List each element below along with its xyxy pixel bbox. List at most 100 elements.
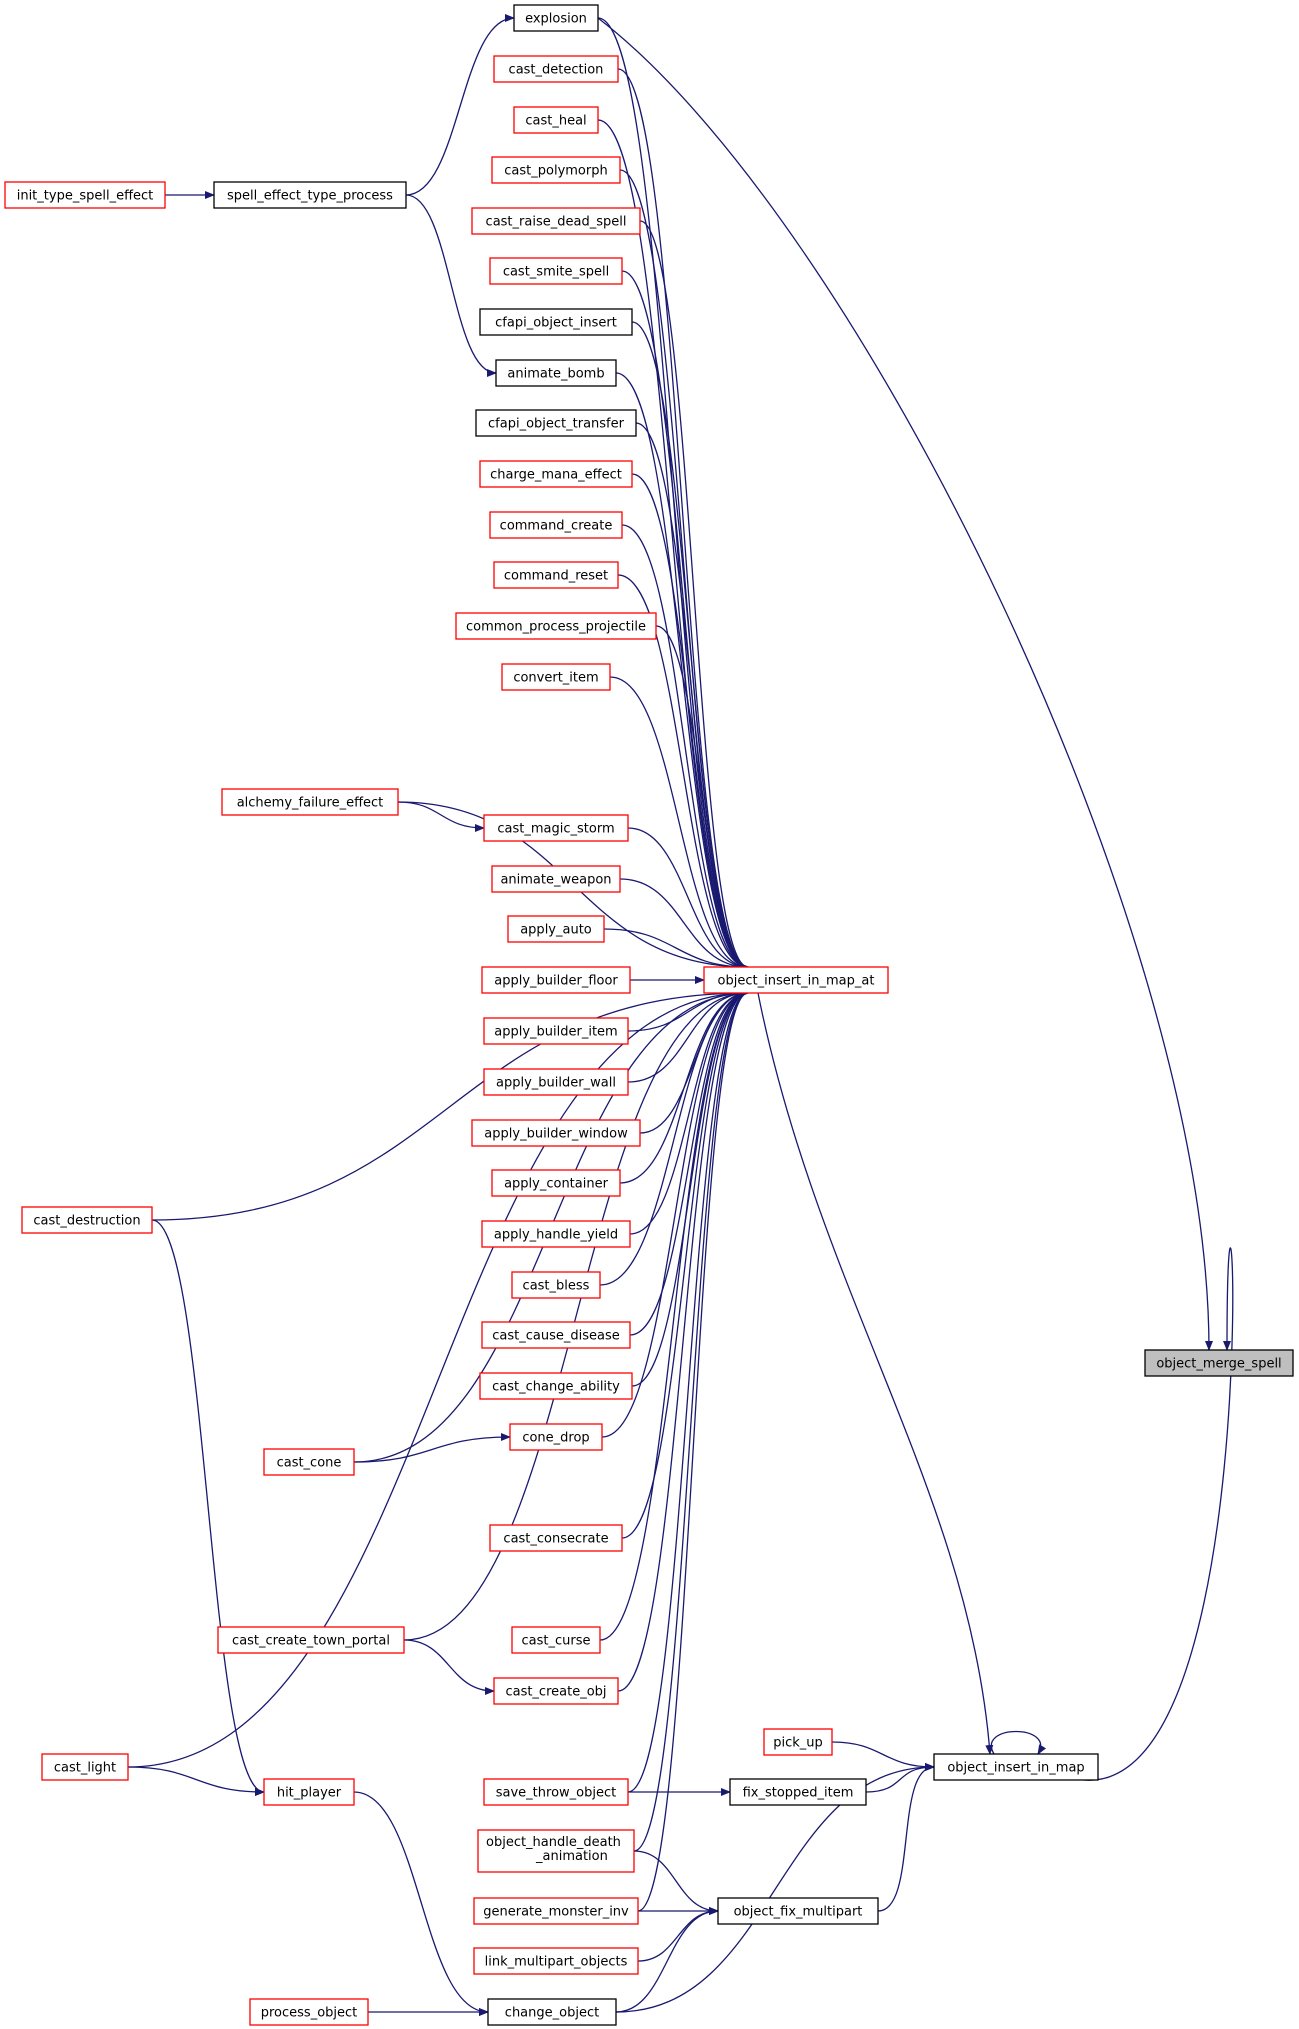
node-cast_destruction[interactable]: cast_destruction xyxy=(21,1206,153,1234)
node-explosion[interactable]: explosion xyxy=(513,4,599,32)
edge-pick_up-to-object_insert_in_map xyxy=(831,1741,935,1771)
node-object_merge_spell[interactable]: object_merge_spell xyxy=(1144,1349,1294,1377)
node-cast_change_ability[interactable]: cast_change_ability xyxy=(479,1372,633,1400)
node-process_object[interactable]: process_object xyxy=(249,1998,369,2026)
node-link_multipart_objects[interactable]: link_multipart_objects xyxy=(473,1947,639,1975)
node-label: pick_up xyxy=(773,1736,823,1751)
edge-cast_cause_disease-to-object_insert_in_map_at xyxy=(629,989,749,1336)
node-label: animate_bomb xyxy=(507,367,604,382)
edge-cast_cone-to-cone_drop xyxy=(353,1433,511,1463)
edge-cast_bless-to-object_insert_in_map_at xyxy=(599,989,749,1286)
node-object_fix_multipart[interactable]: object_fix_multipart xyxy=(717,1897,879,1925)
node-cast_heal[interactable]: cast_heal xyxy=(513,106,599,134)
node-box xyxy=(511,1271,601,1299)
edge-change_object-to-object_fix_multipart xyxy=(615,1907,719,2013)
edge-apply_auto-to-object_insert_in_map_at xyxy=(603,928,749,971)
edge-command_create-to-object_insert_in_map_at xyxy=(621,524,749,971)
node-label: alchemy_failure_effect xyxy=(237,796,384,811)
edge-object_fix_multipart-to-object_insert_in_map xyxy=(877,1763,935,1912)
node-command_reset[interactable]: command_reset xyxy=(493,561,619,589)
node-cast_consecrate[interactable]: cast_consecrate xyxy=(489,1524,623,1552)
node-cast_magic_storm[interactable]: cast_magic_storm xyxy=(483,814,629,842)
node-label: cast_polymorph xyxy=(504,164,607,179)
node-box xyxy=(509,1423,603,1451)
node-cfapi_object_transfer[interactable]: cfapi_object_transfer xyxy=(475,409,637,437)
node-cast_polymorph[interactable]: cast_polymorph xyxy=(491,156,621,184)
node-apply_container[interactable]: apply_container xyxy=(491,1169,621,1197)
node-cast_detection[interactable]: cast_detection xyxy=(493,55,619,83)
node-box xyxy=(473,1897,639,1925)
node-cast_curse[interactable]: cast_curse xyxy=(511,1626,601,1654)
edge-cfapi_object_transfer-to-object_insert_in_map_at xyxy=(635,422,749,971)
node-apply_builder_wall[interactable]: apply_builder_wall xyxy=(483,1068,629,1096)
node-apply_auto[interactable]: apply_auto xyxy=(507,915,605,943)
node-box xyxy=(471,1119,641,1147)
node-cast_cause_disease[interactable]: cast_cause_disease xyxy=(481,1321,631,1349)
node-cast_create_obj[interactable]: cast_create_obj xyxy=(493,1677,619,1705)
node-cast_bless[interactable]: cast_bless xyxy=(511,1271,601,1299)
node-box xyxy=(455,612,657,640)
node-box xyxy=(481,966,631,994)
node-label: fix_stopped_item xyxy=(743,1786,854,1801)
node-save_throw_object[interactable]: save_throw_object xyxy=(483,1778,629,1806)
node-box xyxy=(483,1017,629,1045)
node-object_insert_in_map[interactable]: object_insert_in_map xyxy=(933,1753,1099,1781)
node-box xyxy=(483,814,629,842)
edge-change_object-to-object_insert_in_map xyxy=(615,1763,935,2013)
node-animate_weapon[interactable]: animate_weapon xyxy=(491,865,621,893)
node-label: charge_mana_effect xyxy=(490,468,622,483)
node-box xyxy=(511,1626,601,1654)
node-cast_cone[interactable]: cast_cone xyxy=(263,1448,355,1476)
node-object_insert_in_map_at[interactable]: object_insert_in_map_at xyxy=(703,966,889,994)
node-common_process_projectile[interactable]: common_process_projectile xyxy=(455,612,657,640)
node-box xyxy=(489,1524,623,1552)
node-apply_builder_window[interactable]: apply_builder_window xyxy=(471,1119,641,1147)
node-cast_raise_dead_spell[interactable]: cast_raise_dead_spell xyxy=(471,207,641,235)
node-cast_create_town_portal[interactable]: cast_create_town_portal xyxy=(217,1626,405,1654)
node-label: apply_builder_wall xyxy=(496,1076,616,1091)
edge-cast_consecrate-to-object_insert_in_map_at xyxy=(621,989,749,1539)
node-cfapi_object_insert[interactable]: cfapi_object_insert xyxy=(479,308,633,336)
edge-link_multipart_objects-to-object_fix_multipart xyxy=(637,1907,719,1962)
node-cone_drop[interactable]: cone_drop xyxy=(509,1423,603,1451)
node-box xyxy=(471,207,641,235)
node-convert_item[interactable]: convert_item xyxy=(501,663,611,691)
node-label: cast_magic_storm xyxy=(497,822,614,837)
edge-apply_builder_wall-to-object_insert_in_map_at xyxy=(627,989,749,1083)
node-box xyxy=(717,1897,879,1925)
node-box xyxy=(1144,1349,1294,1377)
node-label: cast_cause_disease xyxy=(492,1329,619,1344)
node-box xyxy=(479,460,633,488)
node-box xyxy=(41,1753,129,1781)
node-pick_up[interactable]: pick_up xyxy=(763,1728,833,1756)
node-label: command_create xyxy=(500,519,613,534)
node-label: cast_heal xyxy=(525,114,586,129)
node-cast_smite_spell[interactable]: cast_smite_spell xyxy=(489,257,623,285)
node-spell_effect_type_process[interactable]: spell_effect_type_process xyxy=(213,181,407,209)
node-apply_handle_yield[interactable]: apply_handle_yield xyxy=(481,1220,631,1248)
edge-cast_polymorph-to-object_insert_in_map_at xyxy=(619,169,749,971)
node-hit_player[interactable]: hit_player xyxy=(263,1778,355,1806)
node-charge_mana_effect[interactable]: charge_mana_effect xyxy=(479,460,633,488)
node-apply_builder_floor[interactable]: apply_builder_floor xyxy=(481,966,631,994)
node-change_object[interactable]: change_object xyxy=(487,1998,617,2026)
node-box xyxy=(763,1728,833,1756)
node-generate_monster_inv[interactable]: generate_monster_inv xyxy=(473,1897,639,1925)
node-fix_stopped_item[interactable]: fix_stopped_item xyxy=(729,1778,867,1806)
edge-convert_item-to-object_insert_in_map_at xyxy=(609,676,749,971)
node-animate_bomb[interactable]: animate_bomb xyxy=(495,359,617,387)
node-init_type_spell_effect[interactable]: init_type_spell_effect xyxy=(4,181,166,209)
node-apply_builder_item[interactable]: apply_builder_item xyxy=(483,1017,629,1045)
node-cast_light[interactable]: cast_light xyxy=(41,1753,129,1781)
node-box xyxy=(221,788,399,816)
node-box xyxy=(263,1448,355,1476)
edge-object_insert_in_map-to-object_merge_spell xyxy=(1025,1247,1234,1781)
node-object_handle_death_animation[interactable]: object_handle_death_animation xyxy=(477,1829,635,1873)
node-command_create[interactable]: command_create xyxy=(489,511,623,539)
node-box xyxy=(933,1753,1099,1781)
node-alchemy_failure_effect[interactable]: alchemy_failure_effect xyxy=(221,788,399,816)
node-box xyxy=(481,1220,631,1248)
node-label: cone_drop xyxy=(522,1431,589,1446)
node-label: object_fix_multipart xyxy=(734,1905,863,1920)
